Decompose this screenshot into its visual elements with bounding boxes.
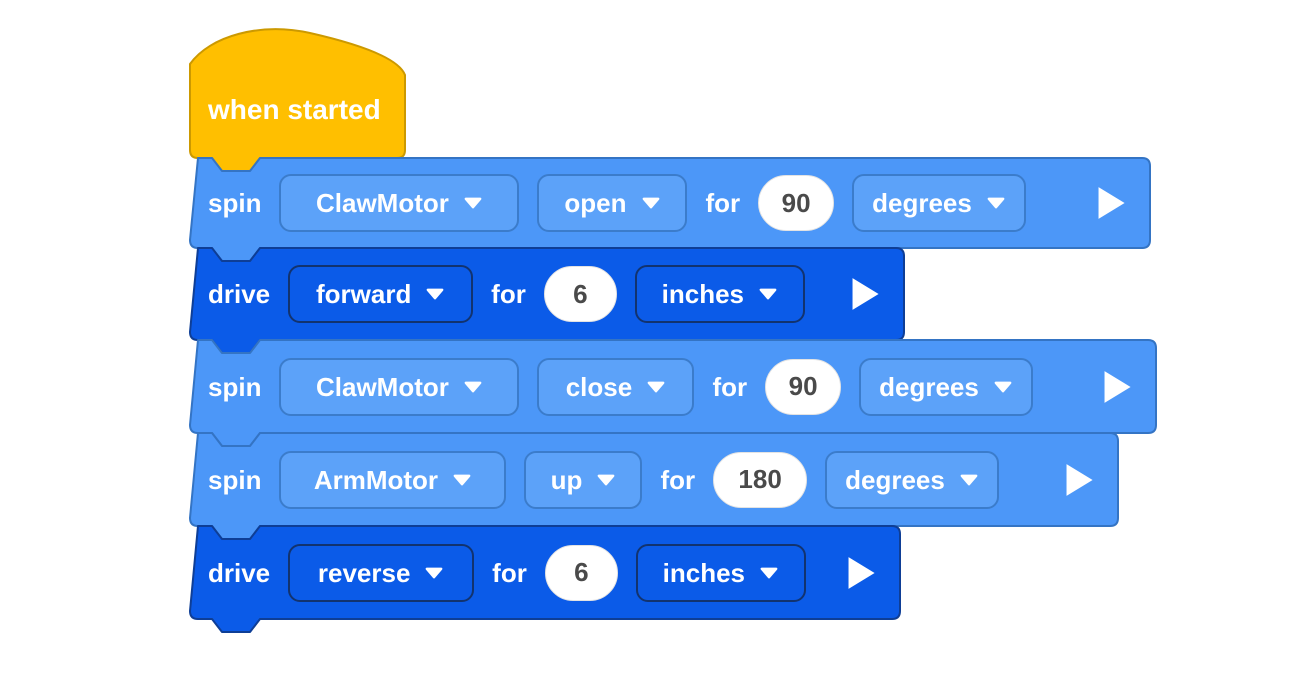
amount-input[interactable]: 90: [758, 175, 835, 231]
amount-input[interactable]: 6: [544, 544, 618, 601]
spin-verb-label: spin: [208, 464, 262, 495]
play-button[interactable]: [1100, 369, 1134, 405]
for-label: for: [492, 557, 527, 588]
play-icon: [848, 556, 875, 589]
play-button[interactable]: [848, 276, 882, 312]
chevron-down-icon: [464, 381, 482, 392]
block-content-row: when started: [208, 90, 381, 130]
drive-verb-label: drive: [208, 557, 271, 588]
motor-dropdown-value: ClawMotor: [316, 371, 449, 402]
hat-block-label: when started: [208, 94, 381, 125]
block-when-started[interactable]: when started: [189, 28, 406, 172]
for-label: for: [712, 371, 748, 402]
play-icon: [852, 278, 879, 310]
block-shape: [189, 28, 406, 172]
direction-dropdown-value: forward: [315, 279, 412, 309]
amount-value: 6: [573, 278, 588, 309]
chevron-down-icon: [759, 288, 777, 300]
chevron-down-icon: [426, 567, 443, 578]
for-label: for: [705, 188, 741, 218]
block-spin-clawmotor-open[interactable]: spin ClawMotor open for 90 degrees: [189, 157, 1151, 262]
amount-value: 90: [788, 371, 818, 401]
block-spin-clawmotor-close[interactable]: spin ClawMotor close for 90 degrees: [189, 339, 1157, 447]
unit-dropdown-value: degrees: [872, 188, 972, 218]
direction-dropdown[interactable]: forward: [288, 265, 474, 323]
direction-dropdown[interactable]: reverse: [288, 543, 475, 602]
play-button[interactable]: [844, 555, 878, 591]
for-label: for: [491, 279, 526, 309]
amount-value: 90: [781, 187, 811, 218]
unit-dropdown-value: degrees: [845, 464, 945, 495]
amount-value: 180: [738, 464, 782, 494]
unit-dropdown-value: degrees: [879, 371, 979, 402]
unit-dropdown[interactable]: degrees: [859, 357, 1033, 416]
unit-dropdown-value: inches: [661, 279, 745, 309]
block-spin-armmotor-up[interactable]: spin ArmMotor up for 180 degrees: [189, 432, 1119, 540]
hat-block-shape: [189, 28, 406, 172]
drive-verb-label: drive: [208, 279, 271, 309]
motor-dropdown-value: ClawMotor: [316, 188, 449, 218]
direction-dropdown-value: close: [565, 371, 633, 402]
motor-dropdown-value: ArmMotor: [313, 464, 439, 495]
unit-dropdown-value: inches: [662, 557, 746, 588]
direction-dropdown-value: up: [550, 464, 583, 495]
play-button[interactable]: [1094, 185, 1128, 221]
chevron-down-icon: [453, 474, 471, 485]
block-drive-forward[interactable]: drive forward for 6 inches: [189, 247, 905, 354]
spin-verb-label: spin: [208, 188, 262, 218]
play-button[interactable]: [1062, 462, 1096, 498]
unit-dropdown[interactable]: degrees: [852, 174, 1026, 232]
direction-dropdown-value: open: [564, 188, 627, 218]
direction-dropdown[interactable]: up: [524, 450, 643, 509]
chevron-down-icon: [994, 381, 1012, 392]
direction-dropdown-value: reverse: [317, 557, 411, 588]
motor-dropdown[interactable]: ClawMotor: [279, 174, 520, 232]
block-drive-reverse[interactable]: drive reverse for 6 inches: [189, 525, 901, 633]
chevron-down-icon: [960, 474, 978, 485]
block-content-row: drive reverse for 6 inches: [190, 526, 900, 619]
spin-verb-label: spin: [208, 371, 262, 402]
unit-dropdown[interactable]: inches: [635, 543, 806, 602]
play-icon: [1104, 370, 1131, 403]
direction-dropdown[interactable]: open: [537, 174, 688, 232]
chevron-down-icon: [597, 474, 615, 485]
unit-dropdown[interactable]: inches: [634, 265, 805, 323]
for-label: for: [660, 464, 696, 495]
chevron-down-icon: [760, 567, 778, 578]
block-content-row: spin ClawMotor close for 90 degrees: [190, 340, 1156, 433]
amount-input[interactable]: 6: [543, 266, 617, 322]
block-content-row: drive forward for 6 inches: [190, 248, 904, 340]
amount-input[interactable]: 90: [765, 358, 842, 415]
chevron-down-icon: [987, 197, 1005, 209]
play-icon: [1066, 463, 1093, 496]
block-content-row: spin ClawMotor open for 90 degrees: [190, 158, 1150, 248]
chevron-down-icon: [464, 197, 482, 209]
motor-dropdown[interactable]: ArmMotor: [279, 450, 507, 509]
direction-dropdown[interactable]: close: [537, 357, 695, 416]
unit-dropdown[interactable]: degrees: [825, 450, 999, 509]
play-icon: [1098, 187, 1125, 219]
amount-input[interactable]: 180: [713, 451, 808, 508]
chevron-down-icon: [642, 197, 659, 209]
block-content-row: spin ArmMotor up for 180 degrees: [190, 433, 1118, 526]
amount-value: 6: [574, 557, 589, 587]
chevron-down-icon: [426, 288, 444, 300]
motor-dropdown[interactable]: ClawMotor: [279, 357, 520, 416]
chevron-down-icon: [647, 381, 665, 392]
